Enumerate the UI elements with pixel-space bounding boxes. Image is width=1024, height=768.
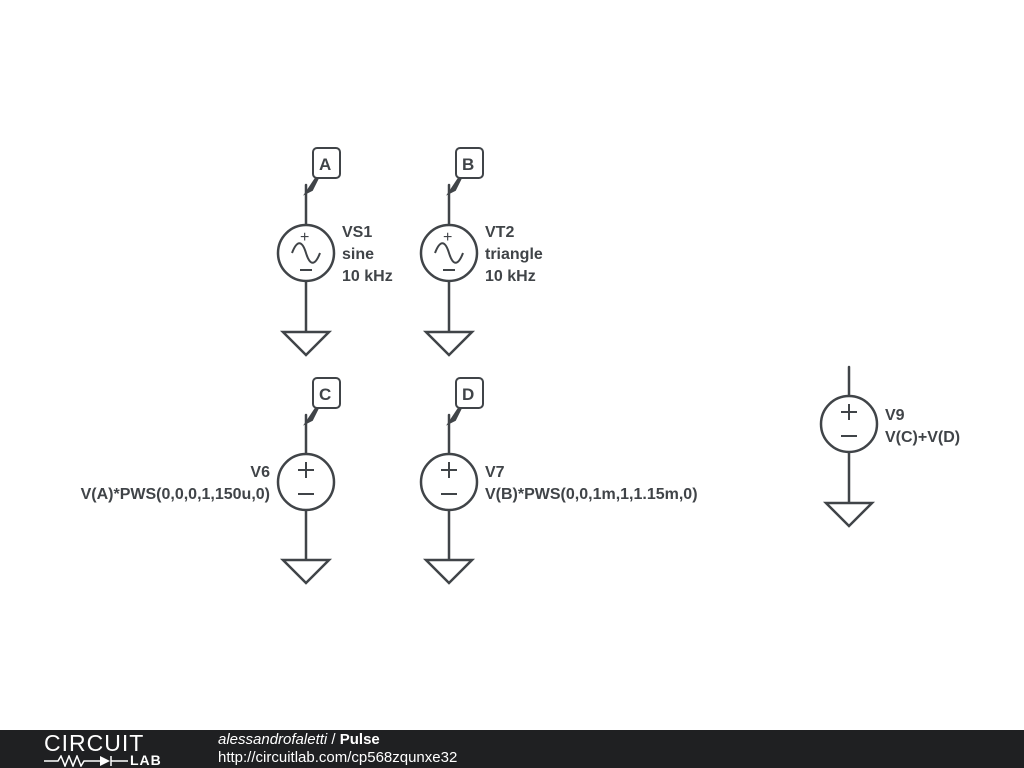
author-title-line: alessandrofaletti / Pulse <box>218 731 457 749</box>
node-tag-c-label: C <box>319 385 331 404</box>
vt2-name: VT2 <box>485 224 514 241</box>
vt2-waveform: triangle <box>485 246 543 263</box>
source-vt2[interactable]: + <box>419 183 479 334</box>
path-separator: / <box>327 731 340 748</box>
vt2-frequency: 10 kHz <box>485 268 536 285</box>
node-tag-c[interactable]: C <box>303 377 341 426</box>
resistor-diode-logo-icon <box>44 755 128 767</box>
v9-name: V9 <box>885 407 905 424</box>
v7-expression: V(B)*PWS(0,0,1m,1,1.15m,0) <box>485 486 698 503</box>
node-tag-a[interactable]: A <box>303 147 341 196</box>
svg-text:+: + <box>443 229 452 246</box>
v9-expression: V(C)+V(D) <box>885 429 960 446</box>
source-v7[interactable] <box>419 413 479 562</box>
footer-bar: CIRCUIT LAB alessandrofaletti / Pulse ht… <box>0 730 1024 768</box>
circuit-meta: alessandrofaletti / Pulse http://circuit… <box>218 731 457 767</box>
ground-vs1 <box>279 330 333 357</box>
node-tag-b-label: B <box>462 155 474 174</box>
circuit-url[interactable]: http://circuitlab.com/cp568zqunxe32 <box>218 749 458 766</box>
node-tag-d-label: D <box>462 385 474 404</box>
source-vs1[interactable]: + <box>276 183 336 334</box>
author-link[interactable]: alessandrofaletti <box>218 731 328 748</box>
node-tag-a-label: A <box>319 155 331 174</box>
node-tag-b[interactable]: B <box>446 147 484 196</box>
v7-name: V7 <box>485 464 505 481</box>
vs1-waveform: sine <box>342 246 374 263</box>
vs1-frequency: 10 kHz <box>342 268 393 285</box>
logo-text-bottom: LAB <box>130 752 162 768</box>
circuitlab-logo[interactable]: CIRCUIT LAB <box>44 731 178 767</box>
ground-v6 <box>279 558 333 585</box>
logo-text-top: CIRCUIT <box>44 730 145 756</box>
vs1-name: VS1 <box>342 224 372 241</box>
ground-vt2 <box>422 330 476 357</box>
ground-v9 <box>822 501 876 528</box>
v6-expression: V(A)*PWS(0,0,0,1,150u,0) <box>81 486 270 503</box>
source-v9[interactable] <box>819 365 879 505</box>
source-v6[interactable] <box>276 413 336 562</box>
svg-text:+: + <box>300 229 309 246</box>
v6-name: V6 <box>250 464 270 481</box>
ground-v7 <box>422 558 476 585</box>
node-tag-d[interactable]: D <box>446 377 484 426</box>
circuit-title[interactable]: Pulse <box>339 731 380 748</box>
circuit-schematic: + A VS1 sine 10 kHz + B VT2 triangle 10 … <box>81 147 960 585</box>
